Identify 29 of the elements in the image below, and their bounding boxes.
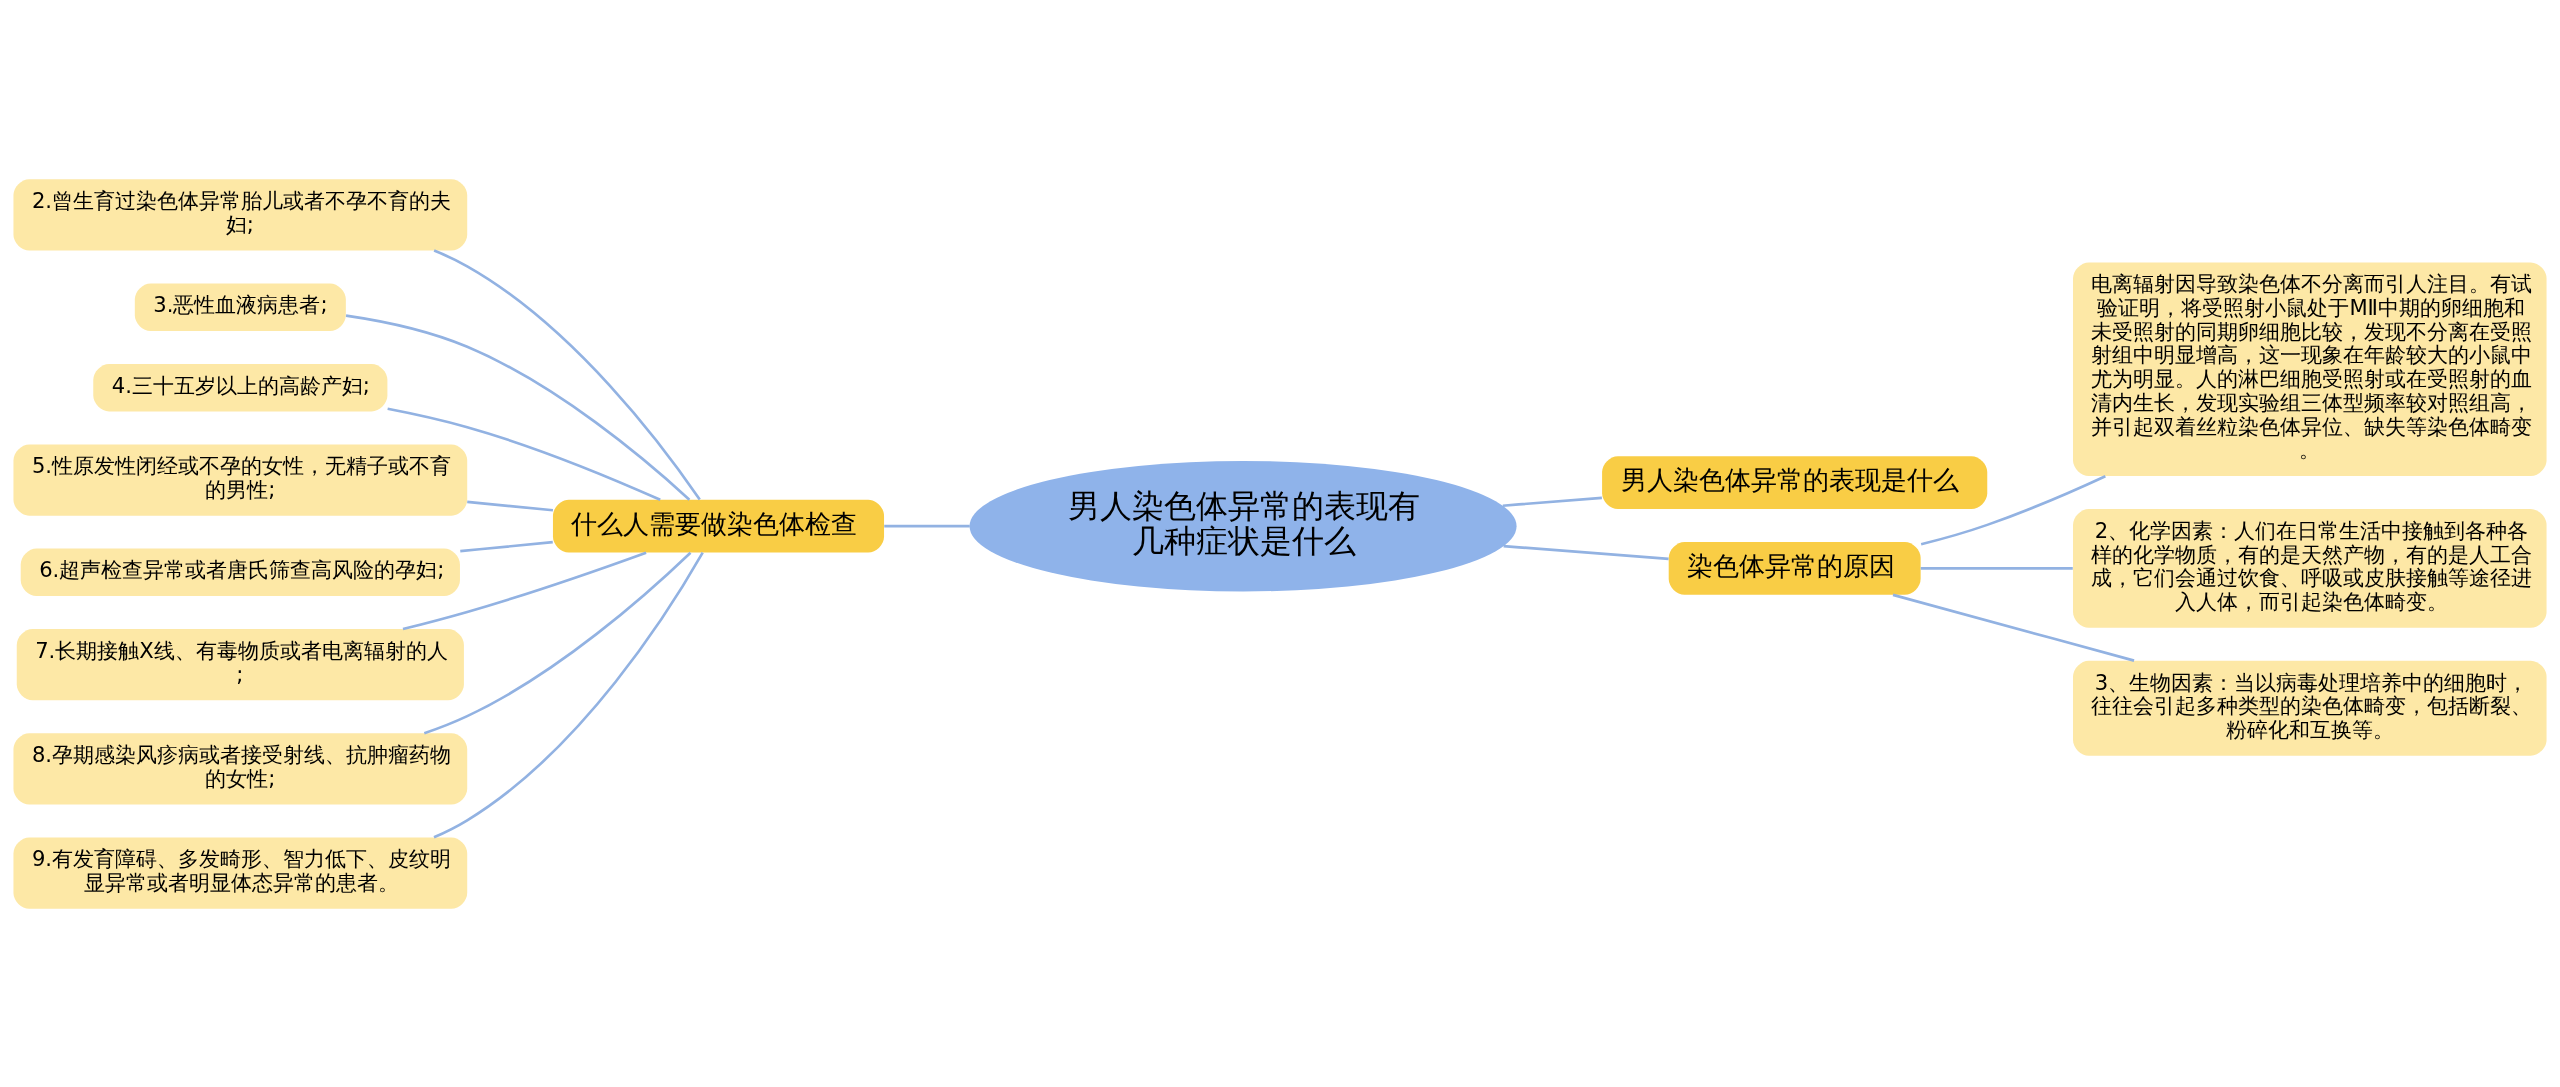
connector [433, 248, 701, 500]
node-box: 3、生物因素：当以病毒处理培养中的细胞时，往往会引起多种类型的染色体畸变，包括断裂、粉碎化和互换等。 [2073, 660, 2547, 756]
connector [1892, 593, 2135, 662]
connector [1920, 474, 2106, 545]
node-box: 5.性原发性闭经或不孕的女性，无精子或不育的男性; [13, 443, 468, 516]
node-box: 染色体异常的原因 [1668, 541, 1921, 595]
connector [345, 313, 691, 501]
connector [884, 524, 970, 527]
connector [423, 551, 692, 734]
node-box: 9.有发育障碍、多发畸形、智力低下、皮纹明显异常或者明显体态异常的患者。 [13, 837, 468, 909]
connector [460, 540, 553, 552]
node-box: 8.孕期感染风疹病或者接受射线、抗肿瘤药物的女性; [13, 732, 468, 804]
node-box: 3.恶性血液病患者; [134, 283, 346, 331]
node-box: 男人染色体异常的表现是什么 [1602, 455, 1988, 509]
connector [1503, 544, 1669, 560]
node-box: 2.曾生育过染色体异常胎儿或者不孕不育的夫妇; [13, 178, 468, 250]
connector [1920, 566, 2073, 570]
connector [402, 550, 647, 630]
connector [1502, 496, 1602, 507]
node-box: 6.超声检查异常或者唐氏筛查高风险的孕妇; [20, 548, 460, 596]
connector [467, 500, 554, 512]
node-ellipse: 男人染色体异常的表现有几种症状是什么 [969, 460, 1517, 591]
connector [433, 551, 704, 838]
node-box: 电离辐射因导致染色体不分离而引人注目。有试验证明，将受照射小鼠处于MⅡ中期的卵细胞和未受照射的同期卵细胞比较，发现不分离在受照射组中明显增高，这一现象在年龄较大的小鼠中尤为明显。人的淋巴细胞受照射或在受照射的血清内生长，发现实验组三体型频率较对照组高，并引起双着丝粒染色体异位、缺失等染色体畸变。 [2073, 261, 2547, 476]
connector [387, 407, 661, 501]
node-box: 什么人需要做染色体检查 [552, 499, 885, 553]
node-box: 2、化学因素：人们在日常生活中接触到各种各样的化学物质，有的是天然产物，有的是人工合成，它们会通过饮食、呼吸或皮肤接触等途径进入人体，而引起染色体畸变。 [2073, 508, 2547, 628]
node-box: 7.长期接触X线、有毒物质或者电离辐射的人; [16, 628, 464, 700]
node-box: 4.三十五岁以上的高龄产妇; [93, 363, 388, 411]
